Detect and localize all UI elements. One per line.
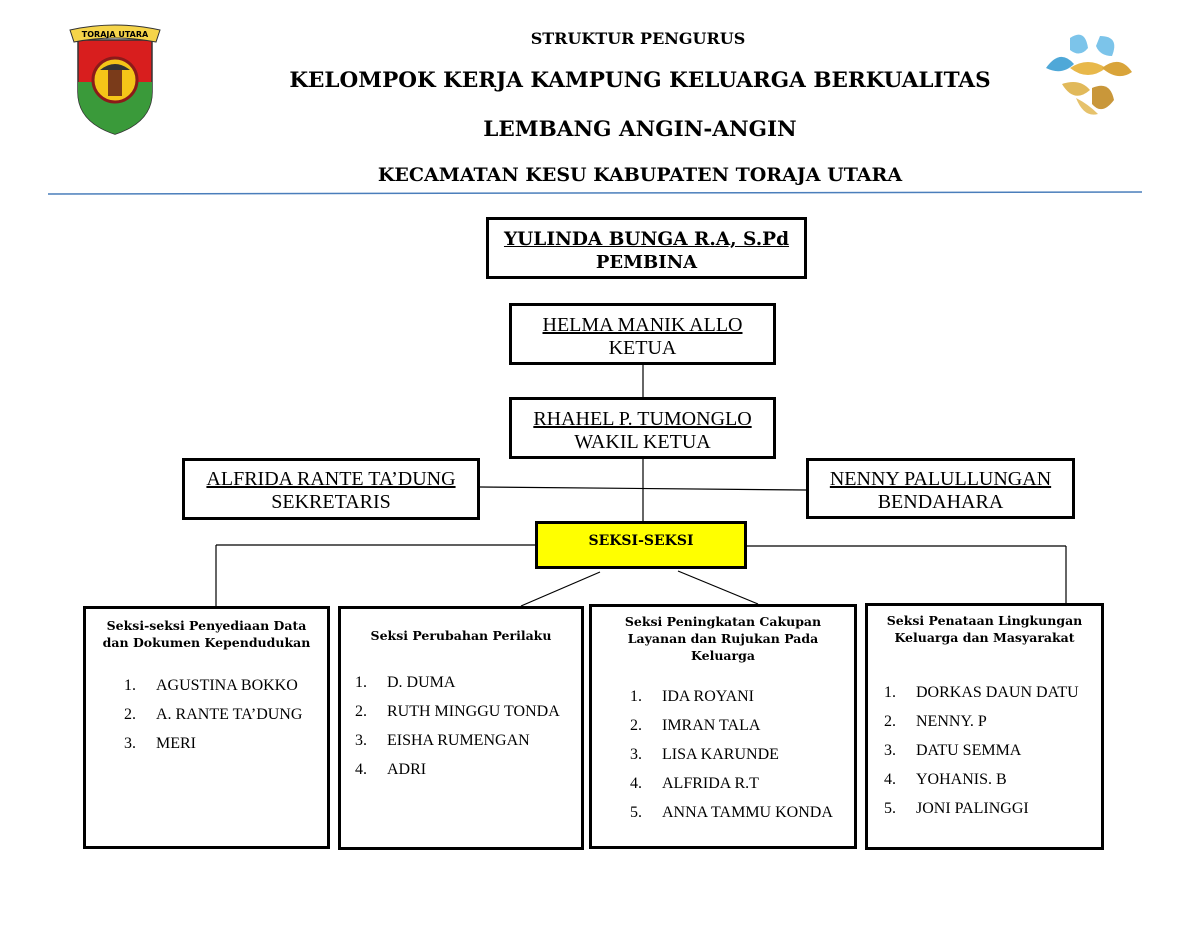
section-box: Seksi Perubahan Perilaku 1. D. DUMA 2. RUT… (338, 606, 584, 850)
kampung-kb-logo (1046, 34, 1132, 115)
bendahara-role: BENDAHARA (877, 491, 1004, 513)
member-name: DATU SEMMA (916, 742, 1022, 759)
member-name: EISHA RUMENGAN (387, 732, 530, 749)
wakil-ketua-role: WAKIL KETUA (574, 431, 711, 453)
list-number: 1. (884, 684, 896, 701)
list-number: 1. (630, 688, 642, 705)
header-line-3: LEMBANG ANGIN-ANGIN (483, 117, 797, 142)
list-number: 4. (630, 775, 642, 792)
list-item: 3. EISHA RUMENGAN (355, 726, 581, 755)
member-name: ALFRIDA R.T (662, 775, 759, 792)
list-item: 4. ALFRIDA R.T (630, 769, 854, 798)
toraja-utara-logo: TORAJA UTARA (69, 24, 161, 135)
list-item: 1. D. DUMA (355, 668, 581, 697)
member-name: A. RANTE TA’DUNG (156, 706, 303, 723)
section-title: Seksi Penataan Lingkungan Keluarga dan M… (886, 613, 1083, 645)
pembina-role: PEMBINA (595, 252, 698, 273)
list-number: 2. (630, 717, 642, 734)
bendahara-name: NENNY PALULLUNGAN (829, 468, 1052, 490)
list-item: 4. YOHANIS. B (884, 765, 1101, 794)
list-item: 3. MERI (124, 729, 327, 758)
pembina-box: YULINDA BUNGA R.A, S.Pd PEMBINA (486, 217, 807, 279)
member-name: AGUSTINA BOKKO (156, 677, 298, 694)
ketua-box: HELMA MANIK ALLO KETUA (509, 303, 776, 365)
list-item: 3. DATU SEMMA (884, 736, 1101, 765)
list-number: 2. (355, 703, 367, 720)
sekretaris-role: SEKRETARIS (271, 491, 391, 513)
member-name: LISA KARUNDE (662, 746, 779, 763)
header-line-2: KELOMPOK KERJA KAMPUNG KELUARGA BERKUALI… (289, 68, 991, 93)
member-name: ANNA TAMMU KONDA (662, 804, 833, 821)
list-item: 5. JONI PALINGGI (884, 794, 1101, 823)
list-number: 1. (355, 674, 367, 691)
member-name: YOHANIS. B (916, 771, 1007, 788)
list-number: 5. (884, 800, 896, 817)
list-number: 2. (124, 706, 136, 723)
member-name: MERI (156, 735, 196, 752)
seksi-seksi-label: SEKSI-SEKSI (588, 533, 694, 549)
list-number: 4. (884, 771, 896, 788)
section-title: Seksi-seksi Penyediaan Data dan Dokumen … (102, 618, 311, 650)
wakil-ketua-box: RHAHEL P. TUMONGLO WAKIL KETUA (509, 397, 776, 459)
header-divider (47, 191, 1143, 195)
seksi-seksi-box: SEKSI-SEKSI (535, 521, 747, 569)
member-name: DORKAS DAUN DATU (916, 684, 1079, 701)
sekretaris-name: ALFRIDA RANTE TA’DUNG (206, 468, 456, 490)
member-name: ADRI (387, 761, 427, 778)
list-number: 1. (124, 677, 136, 694)
list-number: 3. (630, 746, 642, 763)
member-list: 1. IDA ROYANI 2. IMRAN TALA 3. LISA KARUNDE… (630, 682, 854, 827)
list-number: 3. (355, 732, 367, 749)
list-item: 1. AGUSTINA BOKKO (124, 671, 327, 700)
ketua-role: KETUA (608, 337, 677, 359)
member-name: NENNY. P (916, 713, 987, 730)
member-name: D. DUMA (387, 674, 456, 691)
list-number: 4. (355, 761, 367, 778)
member-name: IMRAN TALA (662, 717, 761, 734)
section-box: Seksi Peningkatan Cakupan Layanan dan Ru… (589, 604, 857, 849)
member-list: 1. AGUSTINA BOKKO 2. A. RANTE TA’DUNG 3. ME… (124, 671, 327, 758)
list-item: 5. ANNA TAMMU KONDA (630, 798, 854, 827)
list-number: 2. (884, 713, 896, 730)
ketua-name: HELMA MANIK ALLO (542, 314, 743, 336)
list-item: 2. A. RANTE TA’DUNG (124, 700, 327, 729)
list-item: 2. NENNY. P (884, 707, 1101, 736)
bendahara-box: NENNY PALULLUNGAN BENDAHARA (806, 458, 1075, 519)
header-line-1: STRUKTUR PENGURUS (530, 29, 746, 48)
list-item: 2. IMRAN TALA (630, 711, 854, 740)
member-name: RUTH MINGGU TONDA (387, 703, 560, 720)
member-list: 1. D. DUMA 2. RUTH MINGGU TONDA 3. EISHA RU… (355, 668, 581, 784)
wakil-ketua-name: RHAHEL P. TUMONGLO (533, 408, 752, 430)
sekretaris-box: ALFRIDA RANTE TA’DUNG SEKRETARIS (182, 458, 480, 520)
pembina-name: YULINDA BUNGA R.A, S.Pd (503, 229, 790, 250)
list-item: 2. RUTH MINGGU TONDA (355, 697, 581, 726)
member-list: 1. DORKAS DAUN DATU 2. NENNY. P 3. DATU SEM… (884, 678, 1101, 823)
list-number: 3. (124, 735, 136, 752)
svg-text:TORAJA UTARA: TORAJA UTARA (82, 30, 149, 39)
section-title: Seksi Perubahan Perilaku (370, 628, 552, 643)
list-number: 5. (630, 804, 642, 821)
list-number: 3. (884, 742, 896, 759)
list-item: 3. LISA KARUNDE (630, 740, 854, 769)
list-item: 4. ADRI (355, 755, 581, 784)
header-line-4: KECAMATAN KESU KABUPATEN TORAJA UTARA (377, 164, 903, 186)
member-name: JONI PALINGGI (916, 800, 1029, 817)
list-item: 1. DORKAS DAUN DATU (884, 678, 1101, 707)
section-box: Seksi-seksi Penyediaan Data dan Dokumen … (83, 606, 330, 849)
list-item: 1. IDA ROYANI (630, 682, 854, 711)
member-name: IDA ROYANI (662, 688, 754, 705)
section-box: Seksi Penataan Lingkungan Keluarga dan M… (865, 603, 1104, 850)
section-title: Seksi Peningkatan Cakupan Layanan dan Ru… (624, 614, 822, 663)
